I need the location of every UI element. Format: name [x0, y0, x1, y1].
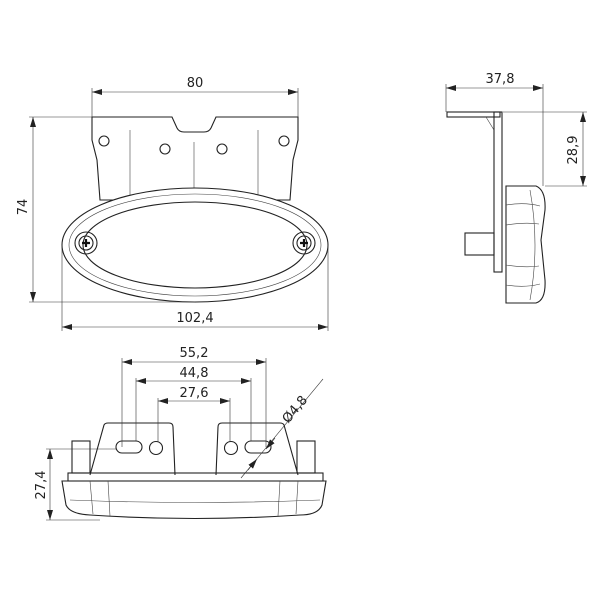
lamp-housing-outer	[61, 187, 329, 303]
dim-55-2: 55,2	[180, 346, 209, 361]
front-view: 80 74 102,4	[16, 76, 329, 331]
side-view: 37,8 28,9	[445, 72, 587, 304]
lamp-lens-bottom	[61, 480, 327, 520]
mount-hole	[159, 143, 171, 155]
screw-icon	[292, 231, 316, 255]
mount-slot	[115, 440, 143, 454]
mount-hole	[223, 440, 239, 456]
dim-102-4: 102,4	[176, 311, 213, 326]
mount-hole	[148, 440, 164, 456]
lamp-body	[505, 185, 546, 304]
dim-74: 74	[16, 199, 31, 216]
dim-27-4: 27,4	[34, 471, 49, 500]
bracket-plate	[493, 111, 503, 273]
dim-80: 80	[187, 76, 204, 91]
dim-28-9: 28,9	[566, 136, 581, 165]
lens	[82, 201, 308, 289]
mount-hole	[278, 135, 290, 147]
mount-slot	[244, 440, 272, 454]
dim-diameter-4-8: Ø4,8	[280, 393, 311, 426]
dim-44-8: 44,8	[180, 366, 209, 381]
dim-27-6: 27,6	[180, 386, 209, 401]
dim-37-8: 37,8	[486, 72, 515, 87]
bottom-view: 55,2 44,8 27,6 Ø4,8 27,4	[34, 346, 327, 521]
connector-stub	[464, 232, 495, 256]
mount-hole	[98, 135, 110, 147]
mount-hole	[216, 143, 228, 155]
mounting-bracket	[91, 116, 299, 201]
screw-icon	[74, 231, 98, 255]
